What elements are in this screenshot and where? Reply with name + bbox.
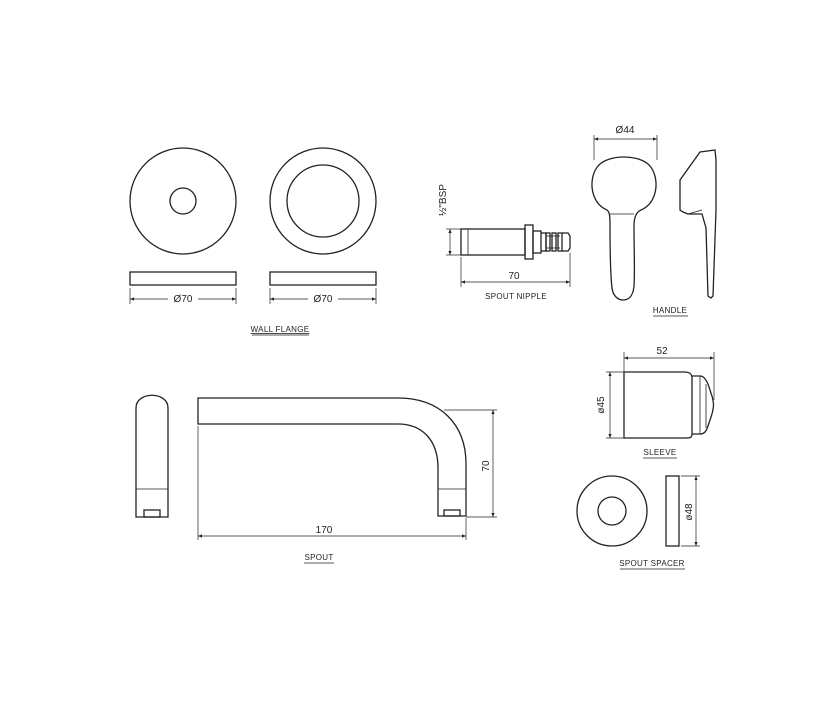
handle-side-view bbox=[679, 149, 717, 299]
spout-spacer-front-view bbox=[576, 475, 648, 547]
sleeve-label: SLEEVE bbox=[644, 448, 677, 457]
wall-flange-dimension-left: Ø70 bbox=[129, 288, 237, 305]
handle-top-dimension: Ø44 bbox=[593, 125, 658, 160]
sleeve-length-dimension: 52 bbox=[623, 346, 715, 400]
wall-flange-dim-right-text: Ø70 bbox=[314, 294, 333, 305]
spout-spacer-label: SPOUT SPACER bbox=[619, 559, 685, 568]
spout-nipple-thread-dimension: ½"BSP bbox=[438, 184, 461, 256]
wall-flange-group: Ø70 Ø70 WALL FLANGE bbox=[129, 147, 377, 336]
spout-end-view bbox=[135, 394, 169, 518]
handle-front-view bbox=[591, 156, 657, 301]
wall-flange-label: WALL FLANGE bbox=[251, 325, 310, 334]
spout-side-view bbox=[197, 397, 467, 517]
spout-length-text: 170 bbox=[316, 525, 333, 536]
spout-nipple-label: SPOUT NIPPLE bbox=[485, 292, 547, 301]
spout-nipple-thread-text: ½"BSP bbox=[438, 184, 449, 216]
wall-flange-back-view bbox=[269, 147, 377, 255]
spout-spacer-diameter-dimension: ø48 bbox=[681, 475, 700, 547]
spout-spacer-group: ø48 SPOUT SPACER bbox=[576, 475, 700, 570]
wall-flange-side-left bbox=[129, 271, 237, 286]
spout-nipple-drawing bbox=[460, 224, 571, 260]
spout-spacer-side-view bbox=[665, 475, 680, 547]
spout-spacer-diameter-text: ø48 bbox=[684, 503, 695, 521]
wall-flange-side-right bbox=[269, 271, 377, 286]
spout-length-dimension: 170 bbox=[197, 426, 467, 540]
spout-group: 170 70 SPOUT bbox=[135, 394, 497, 564]
spout-nipple-group: ½"BSP 70 SPOUT NIPPLE bbox=[438, 184, 571, 301]
sleeve-diameter-text: ø45 bbox=[596, 396, 607, 414]
handle-dim-top-text: Ø44 bbox=[616, 125, 635, 136]
spout-height-dimension: 70 bbox=[444, 409, 497, 518]
sleeve-group: 52 ø45 SLEEVE bbox=[596, 346, 715, 459]
sleeve-drawing bbox=[623, 371, 715, 439]
sleeve-length-text: 52 bbox=[656, 346, 668, 357]
spout-nipple-length-text: 70 bbox=[508, 271, 520, 282]
spout-height-text: 70 bbox=[481, 460, 492, 472]
spout-label: SPOUT bbox=[304, 553, 333, 562]
wall-flange-dimension-right: Ø70 bbox=[269, 288, 377, 305]
handle-group: Ø44 HANDLE bbox=[591, 125, 717, 317]
sleeve-diameter-dimension: ø45 bbox=[596, 371, 624, 439]
wall-flange-dim-left-text: Ø70 bbox=[174, 294, 193, 305]
handle-label: HANDLE bbox=[653, 306, 687, 315]
spout-nipple-length-dimension: 70 bbox=[460, 253, 571, 287]
wall-flange-front-view bbox=[129, 147, 237, 255]
